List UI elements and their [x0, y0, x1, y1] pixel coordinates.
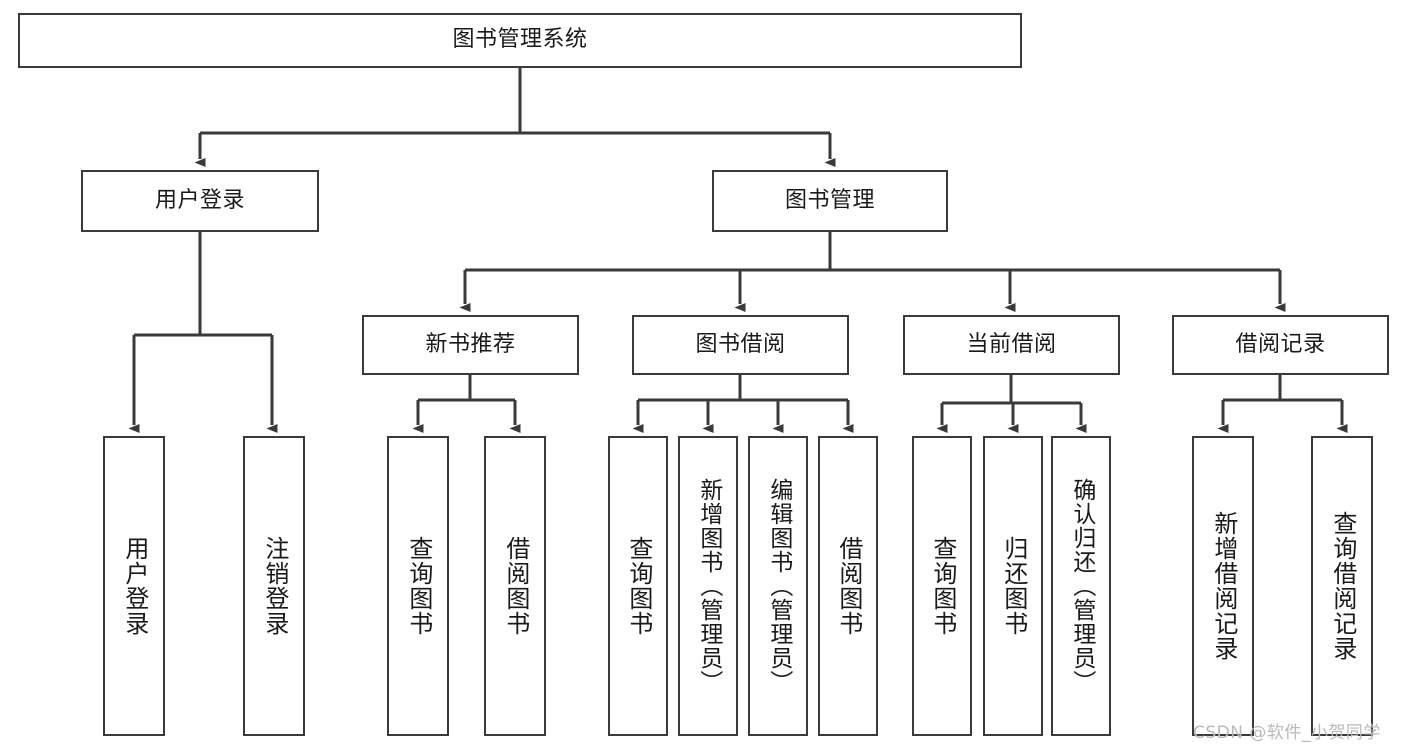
node-book-borrow-label: 图书借阅	[695, 331, 786, 357]
node-current-borrow-label: 当前借阅	[966, 331, 1057, 357]
leaf-borrow-book-1-label: 借阅图书	[501, 536, 530, 636]
leaf-query-book-2-label: 查询图书	[624, 536, 653, 636]
leaf-query-record-label: 查询借阅记录	[1328, 511, 1357, 661]
leaf-borrow-book-1[interactable]: 借阅图书	[484, 436, 546, 736]
leaf-confirm-return[interactable]: 确认归还（管理员）	[1051, 436, 1111, 736]
leaf-query-book-1[interactable]: 查询图书	[387, 436, 449, 736]
csdn-watermark: CSDN @软件_小贺同学	[1193, 723, 1381, 743]
leaf-add-record[interactable]: 新增借阅记录	[1192, 436, 1254, 736]
leaf-user-login[interactable]: 用户登录	[103, 436, 165, 736]
leaf-add-record-label: 新增借阅记录	[1209, 511, 1238, 661]
leaf-logout-label: 注销登录	[260, 536, 289, 636]
leaf-return-book[interactable]: 归还图书	[983, 436, 1043, 736]
node-root[interactable]: 图书管理系统	[18, 13, 1022, 68]
node-root-label: 图书管理系统	[452, 27, 588, 53]
node-user-login-label: 用户登录	[154, 187, 245, 213]
node-borrow-record-label: 借阅记录	[1235, 331, 1326, 357]
leaf-query-book-1-label: 查询图书	[404, 536, 433, 636]
node-book-borrow[interactable]: 图书借阅	[632, 315, 849, 375]
leaf-edit-book-label: 编辑图书（管理员）	[765, 478, 792, 694]
leaf-confirm-return-label: 确认归还（管理员）	[1068, 478, 1095, 694]
leaf-return-book-label: 归还图书	[999, 536, 1028, 636]
node-borrow-record[interactable]: 借阅记录	[1172, 315, 1389, 375]
leaf-user-login-label: 用户登录	[120, 536, 149, 636]
node-new-book-rec[interactable]: 新书推荐	[362, 315, 579, 375]
node-book-manage[interactable]: 图书管理	[712, 170, 948, 232]
leaf-borrow-book-2[interactable]: 借阅图书	[818, 436, 878, 736]
leaf-logout[interactable]: 注销登录	[243, 436, 305, 736]
node-user-login[interactable]: 用户登录	[81, 170, 319, 232]
leaf-add-book[interactable]: 新增图书（管理员）	[678, 436, 738, 736]
leaf-query-book-3[interactable]: 查询图书	[912, 436, 972, 736]
leaf-add-book-label: 新增图书（管理员）	[695, 478, 722, 694]
node-book-manage-label: 图书管理	[784, 187, 875, 213]
node-current-borrow[interactable]: 当前借阅	[903, 315, 1120, 375]
node-new-book-rec-label: 新书推荐	[425, 331, 516, 357]
leaf-query-book-2[interactable]: 查询图书	[608, 436, 668, 736]
leaf-query-record[interactable]: 查询借阅记录	[1311, 436, 1373, 736]
leaf-borrow-book-2-label: 借阅图书	[834, 536, 863, 636]
leaf-edit-book[interactable]: 编辑图书（管理员）	[748, 436, 808, 736]
leaf-query-book-3-label: 查询图书	[928, 536, 957, 636]
